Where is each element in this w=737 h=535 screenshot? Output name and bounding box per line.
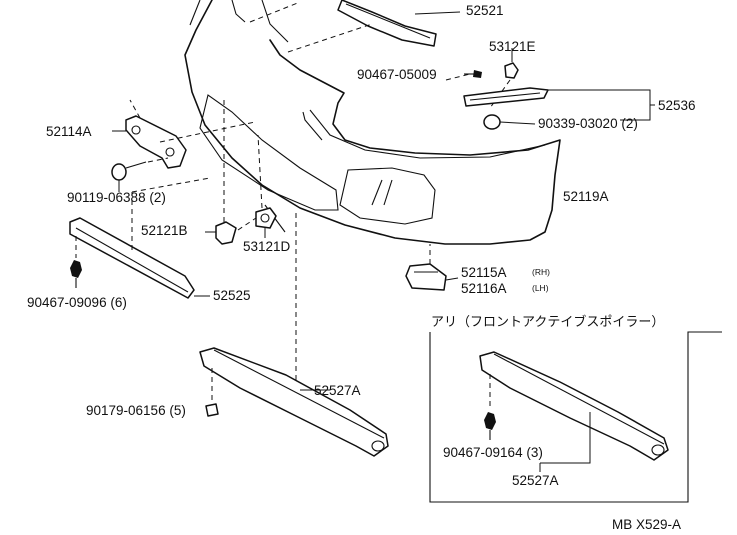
- label-90179-06156: 90179-06156 (5): [86, 403, 186, 418]
- bracket-52114A: [112, 99, 256, 169]
- retainer-52521: [337, 0, 461, 47]
- label-90467-05009: 90467-05009: [357, 67, 437, 82]
- label-52116A: 52116A: [461, 281, 507, 296]
- label-53121E: 53121E: [489, 39, 536, 54]
- bumper-cover-52119A: [184, 0, 561, 245]
- label-52525: 52525: [213, 288, 251, 303]
- label-52521: 52521: [466, 3, 504, 18]
- label-52527A: 52527A: [314, 383, 361, 398]
- label-52536: 52536: [658, 98, 696, 113]
- spoiler-52527A: [199, 210, 389, 457]
- footer-code: MB X529-A: [612, 517, 682, 532]
- bolt-90119-06388: [111, 157, 169, 192]
- label-52116A-side: (LH): [532, 283, 549, 293]
- bracket-52121B: [205, 100, 237, 245]
- label-53121D: 53121D: [243, 239, 291, 254]
- moulding-52536: [463, 87, 655, 121]
- clip-53121D: [237, 134, 277, 238]
- label-52115A-side: (RH): [532, 267, 550, 277]
- label-52114A: 52114A: [46, 124, 92, 139]
- inset-frame: [429, 331, 722, 503]
- label-90467-09096: 90467-09096 (6): [27, 295, 127, 310]
- nut-90339-03020: [483, 114, 536, 130]
- reinforcement-52525: [69, 177, 211, 299]
- inset-title: アリ（フロントアクテイブスポイラー）: [431, 315, 665, 330]
- label-52527A-inset: 52527A: [512, 473, 559, 488]
- screw-90467-05009: [445, 70, 482, 81]
- label-52115A: 52115A: [461, 265, 507, 280]
- retainer-52115A: [405, 244, 459, 291]
- label-52121B: 52121B: [141, 223, 188, 238]
- label-90119-06388: 90119-06388 (2): [67, 190, 166, 205]
- label-90339-03020: 90339-03020 (2): [538, 116, 638, 131]
- inset-spoiler-52527A: [479, 351, 669, 472]
- clip-90467-09096: [70, 236, 82, 288]
- inset-clip-90467-09164: [484, 374, 496, 440]
- clip-90179-06156: [205, 368, 219, 417]
- label-90467-09164: 90467-09164 (3): [443, 445, 543, 460]
- label-52119A: 52119A: [563, 189, 609, 204]
